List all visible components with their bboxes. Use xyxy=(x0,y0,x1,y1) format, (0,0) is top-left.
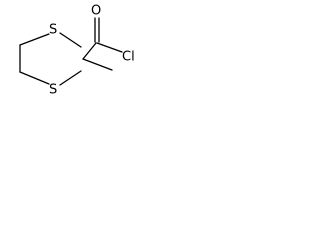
bond-ch2-s-bottom xyxy=(19,71,50,85)
bond-c2-carbonyl xyxy=(82,42,97,60)
chemical-structure: S S O Cl xyxy=(19,4,135,98)
bond-ch2-s-top xyxy=(19,33,50,46)
atom-sulfur-top: S xyxy=(49,23,57,38)
bond-c2-methyl xyxy=(82,58,113,71)
bond-carbonyl-chlorine xyxy=(96,42,123,53)
bond-s-top-c2 xyxy=(59,32,82,48)
atom-sulfur-bottom: S xyxy=(49,83,57,98)
bond-s-bottom-c2 xyxy=(59,70,82,86)
atom-chlorine: Cl xyxy=(122,50,135,65)
atom-oxygen: O xyxy=(91,4,101,19)
